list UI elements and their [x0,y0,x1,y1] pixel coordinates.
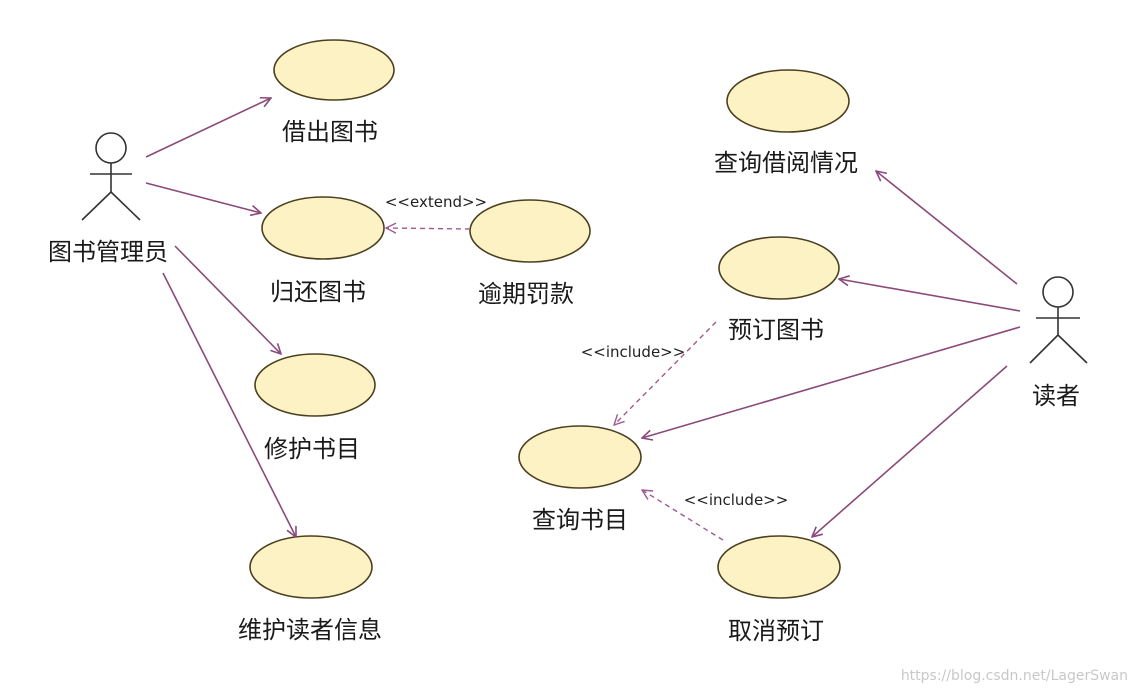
usecase-reserve-book-ellipse [718,236,840,300]
usecase-borrow-book-label: 借出图书 [282,118,378,146]
usecase-borrow-book: 借出图书 [273,39,395,146]
assoc-reader-query-catalog [642,326,1021,438]
usecase-query-catalog-ellipse [518,425,642,489]
include-cancel-stereotype-label: <<include>> [684,491,789,509]
usecase-query-borrow: 查询借阅情况 [714,69,858,177]
usecase-overdue-fine-ellipse [469,199,591,263]
librarian-figure-icon [81,132,141,221]
include-reserve-dependency-line [614,321,717,425]
usecase-maintain-reader-ellipse [249,535,373,599]
usecase-repair-catalog: 修护书目 [254,353,376,463]
usecase-return-book-label: 归还图书 [270,278,366,306]
assoc-librarian-return [145,182,261,213]
usecase-repair-catalog-ellipse [254,353,376,417]
extend-dependency-line [386,228,471,229]
usecase-query-borrow-label: 查询借阅情况 [714,149,858,177]
usecase-maintain-reader-label: 维护读者信息 [238,616,382,644]
extend-stereotype-label: <<extend>> [385,193,487,211]
assoc-reader-cancel [812,365,1008,537]
usecase-reserve-book: 预订图书 [718,236,840,344]
usecase-repair-catalog-label: 修护书目 [264,435,360,463]
usecase-cancel-reserve-label: 取消预订 [728,617,824,645]
actor-reader: 读者 [1029,276,1088,410]
include-reserve-stereotype-label: <<include>> [581,343,686,361]
include-cancel-dependency-line [642,490,724,541]
usecase-query-borrow-ellipse [726,69,850,133]
usecase-cancel-reserve-ellipse [717,535,841,599]
usecase-overdue-fine-label: 逾期罚款 [478,280,574,308]
actor-librarian: 图书管理员 [48,132,168,266]
assoc-librarian-maintain [162,272,296,537]
usecase-cancel-reserve: 取消预订 [717,535,841,645]
assoc-reader-reserve [839,279,1021,312]
usecase-query-catalog: 查询书目 [518,425,642,534]
actor-reader-label: 读者 [1032,382,1080,410]
assoc-reader-query-borrow [876,171,1018,285]
usecase-reserve-book-label: 预订图书 [728,316,824,344]
usecase-query-catalog-label: 查询书目 [532,506,628,534]
assoc-librarian-borrow [145,98,271,158]
usecase-return-book-ellipse [261,196,385,260]
assoc-librarian-repair [174,245,281,354]
reader-figure-icon [1029,276,1088,364]
usecase-borrow-book-ellipse [273,39,395,101]
actor-librarian-label: 图书管理员 [48,238,168,266]
watermark-text: https://blog.csdn.net/LagerSwan [901,668,1128,684]
usecase-maintain-reader: 维护读者信息 [238,535,382,644]
usecase-overdue-fine: 逾期罚款 [469,199,591,308]
usecase-return-book: 归还图书 [261,196,385,306]
